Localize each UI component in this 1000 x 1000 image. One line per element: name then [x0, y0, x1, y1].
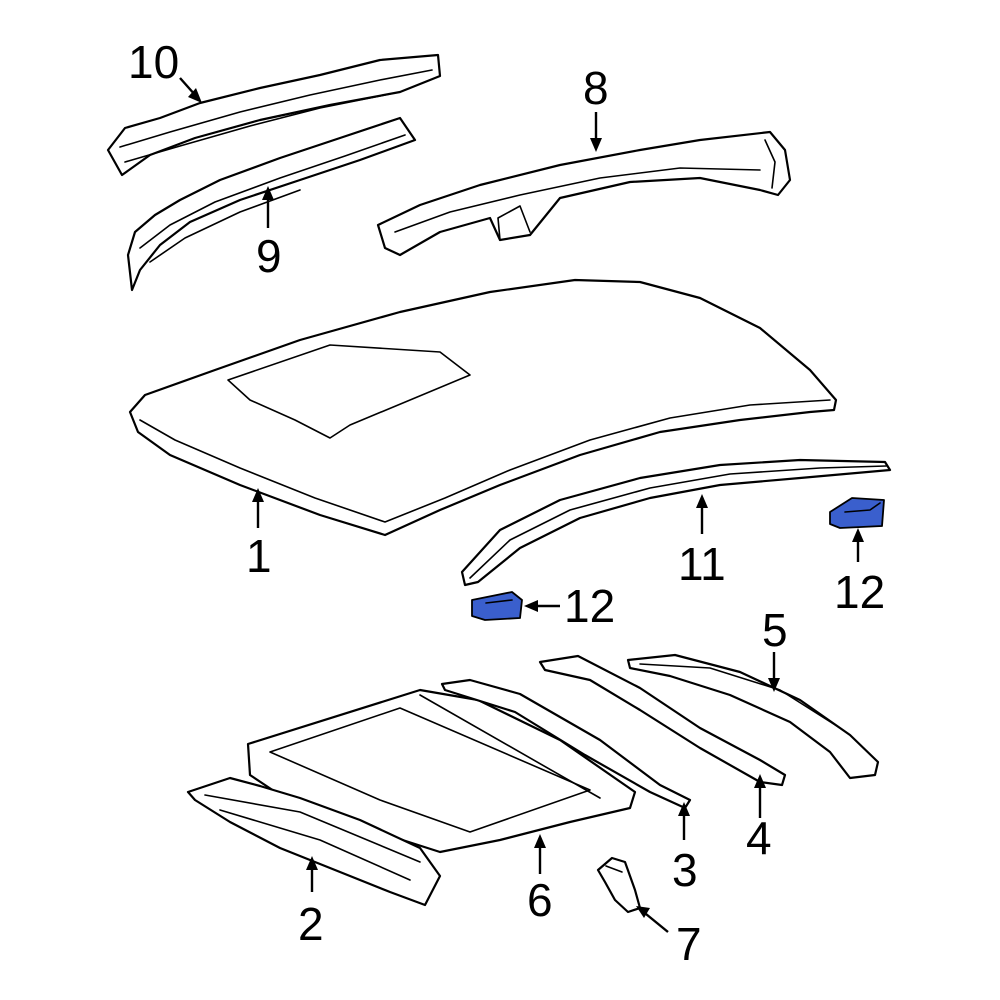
callout-3: 3: [672, 844, 698, 896]
arrowhead-9: [262, 186, 274, 200]
arrowhead-12-left: [524, 600, 538, 612]
front-rail-reinforcement[interactable]: [106, 53, 442, 177]
arrowhead-6: [534, 834, 546, 848]
callout-12-left: 12: [564, 580, 615, 632]
callout-2: 2: [298, 898, 324, 950]
corner-bracket[interactable]: [596, 856, 642, 914]
callout-6: 6: [527, 874, 553, 926]
callout-1: 1: [246, 530, 272, 582]
roof-side-rail[interactable]: [460, 458, 892, 587]
arrow-7: [645, 913, 669, 933]
arrowhead-3: [678, 802, 690, 816]
arrowhead-12-right: [852, 528, 864, 542]
rear-header-panel[interactable]: [186, 776, 442, 907]
callout-labels: 10 9 8 1 11 12 12 5 4 3 6 2 7: [128, 36, 885, 970]
arrowhead-10: [188, 88, 202, 103]
callout-5: 5: [762, 604, 788, 656]
roof-panel[interactable]: [128, 278, 838, 537]
bracket-right-shape: [829, 497, 885, 529]
callout-12-right: 12: [834, 566, 885, 618]
rail-bracket-right[interactable]: [829, 497, 885, 529]
arrowhead-5: [768, 678, 780, 692]
rail-bracket-left[interactable]: [471, 591, 523, 621]
roof-bow-3[interactable]: [440, 678, 692, 810]
side-rail-outer[interactable]: [376, 130, 792, 257]
arrowhead-4: [754, 774, 766, 788]
roof-bow-4[interactable]: [538, 654, 787, 787]
callout-11: 11: [678, 538, 726, 590]
bracket-left-shape: [471, 591, 523, 621]
side-rail-inner[interactable]: [126, 116, 417, 292]
arrowhead-1: [252, 488, 264, 502]
roof-bow-5[interactable]: [626, 653, 880, 780]
callout-9: 9: [256, 230, 282, 282]
arrowhead-2: [306, 856, 318, 870]
arrowhead-7: [636, 906, 650, 918]
callout-10: 10: [128, 36, 179, 88]
arrowhead-8: [590, 138, 602, 152]
callout-4: 4: [746, 812, 772, 864]
callout-7: 7: [676, 918, 702, 970]
leader-arrows: [179, 77, 864, 933]
arrowhead-11: [696, 494, 708, 508]
callout-8: 8: [583, 62, 609, 114]
